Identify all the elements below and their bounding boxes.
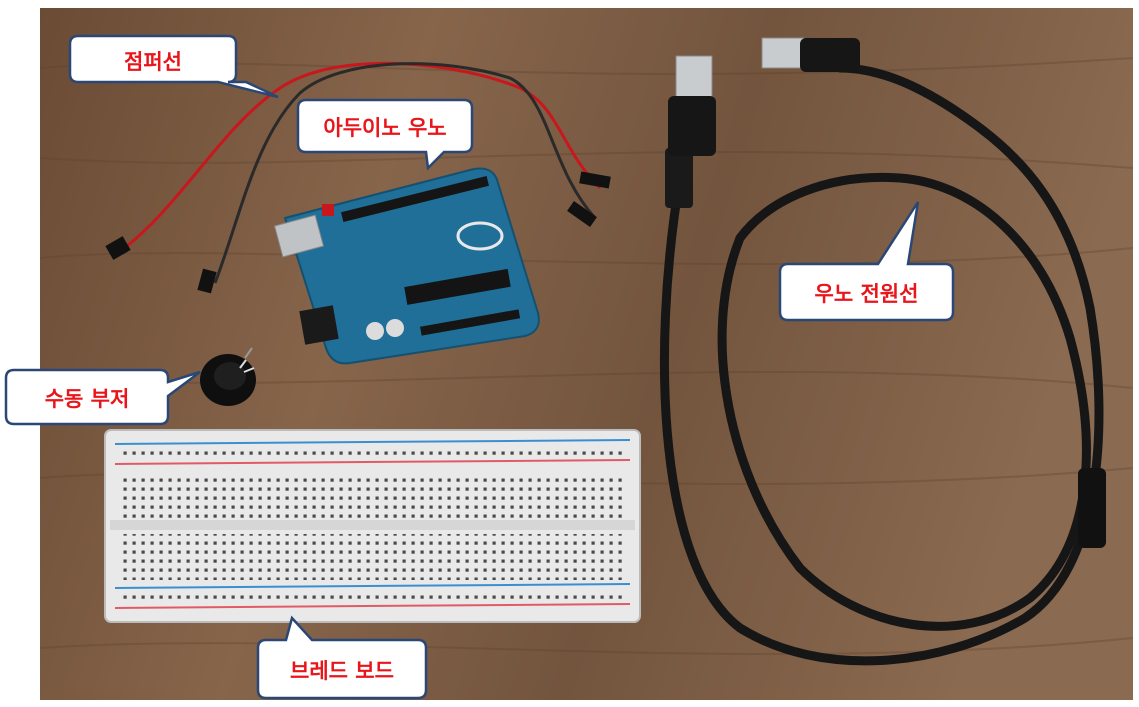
callout-usb-cable-label: 우노 전원선 bbox=[814, 282, 919, 306]
callout-passive-buzzer-label: 수동 부저 bbox=[44, 387, 130, 411]
photo bbox=[40, 8, 1133, 700]
arduino-uno-board bbox=[273, 167, 540, 365]
callout-breadboard: 브레드 보드 bbox=[256, 615, 428, 700]
callout-usb-cable: 우노 전원선 bbox=[778, 201, 955, 322]
callout-jumper-wire: 점퍼선 bbox=[68, 34, 279, 99]
jumper-wires bbox=[117, 61, 602, 284]
usb-cable bbox=[659, 63, 1104, 666]
breadboard bbox=[104, 429, 641, 623]
callout-jumper-wire-label: 점퍼선 bbox=[124, 50, 182, 74]
callout-arduino-uno-label: 아두이노 우노 bbox=[323, 116, 447, 140]
callout-passive-buzzer: 수동 부저 bbox=[4, 368, 201, 426]
callout-arduino-uno: 아두이노 우노 bbox=[296, 98, 474, 171]
passive-buzzer bbox=[200, 347, 256, 406]
callout-breadboard-label: 브레드 보드 bbox=[290, 659, 394, 683]
